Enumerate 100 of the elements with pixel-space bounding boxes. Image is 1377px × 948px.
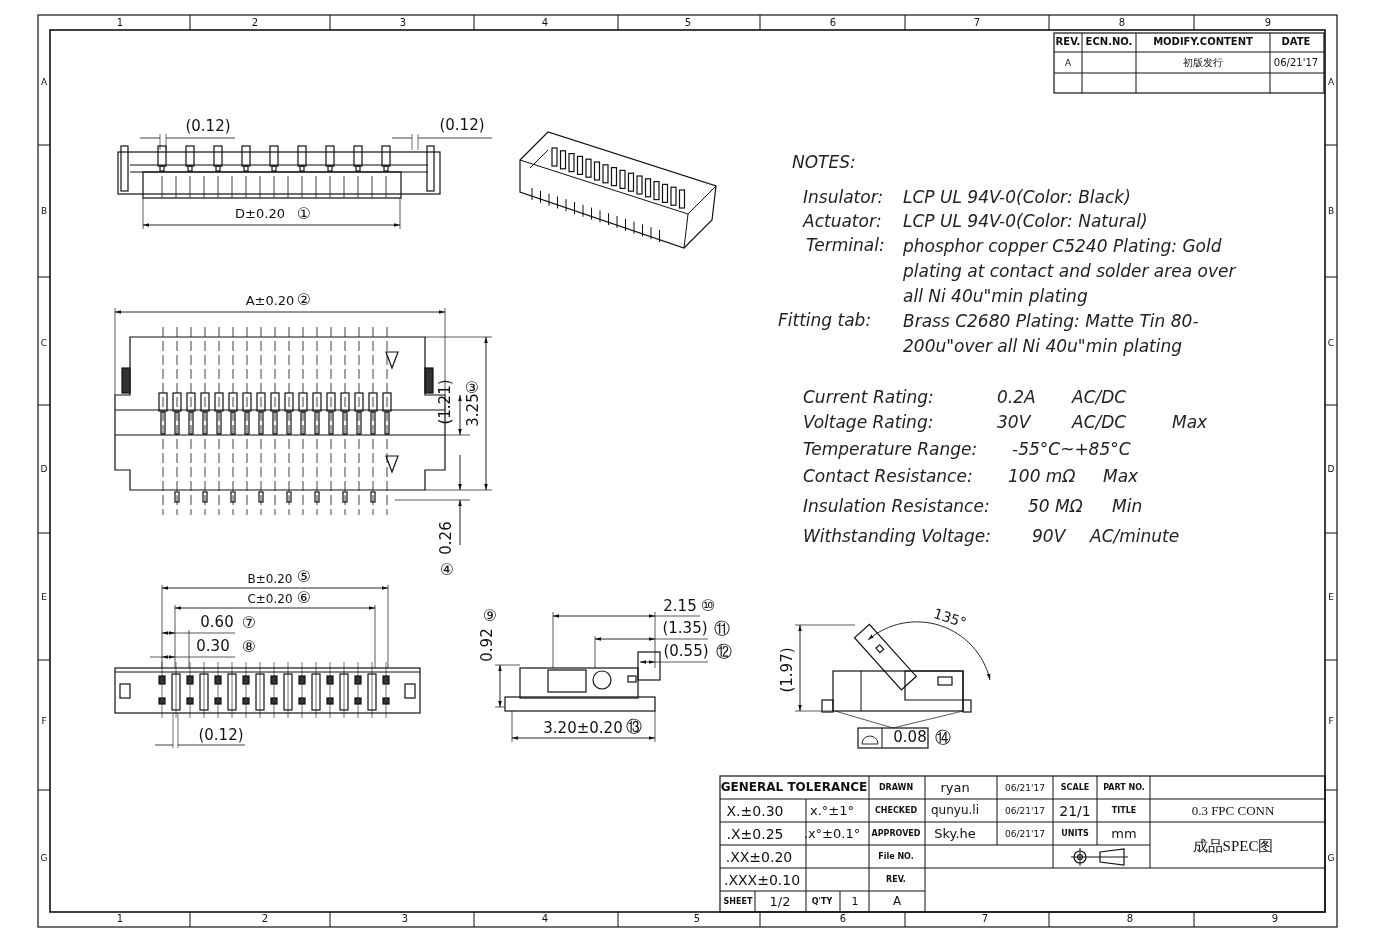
note-label: Temperature Range: — [803, 440, 978, 460]
zone-marker: 1 — [116, 17, 124, 29]
zone-marker: B — [1327, 205, 1335, 217]
table-header: UNITS — [1061, 829, 1089, 839]
table-value: A — [1064, 57, 1072, 69]
table-header: MODIFY.CONTENT — [1153, 36, 1253, 48]
note-text: -55°C~+85°C — [1012, 440, 1131, 460]
table-header: CHECKED — [874, 806, 918, 816]
note-text: Min — [1112, 497, 1143, 517]
note-label: Fitting tab: — [778, 311, 872, 331]
zone-marker: F — [1328, 715, 1334, 727]
note-label: Terminal: — [806, 236, 885, 256]
note-text: Max — [1103, 467, 1139, 487]
dimension-value: B±0.20 — [247, 573, 293, 587]
zone-marker: 7 — [973, 17, 981, 29]
note-label: Contact Resistance: — [803, 467, 973, 487]
table-value: .XXX±0.10 — [723, 871, 801, 889]
callout-number: ⑥ — [296, 588, 312, 608]
zone-marker: 5 — [693, 913, 701, 925]
note-text: 100 mΩ — [1008, 467, 1076, 487]
zone-marker: 9 — [1264, 17, 1272, 29]
table-value: mm — [1111, 826, 1137, 842]
zone-marker: 5 — [684, 17, 692, 29]
callout-number: ⑫ — [716, 642, 732, 662]
table-value: 06/21'17 — [1005, 782, 1045, 794]
dimension-value: (0.55) — [663, 643, 709, 661]
dimension-value: (0.12) — [198, 727, 244, 745]
zone-marker: 8 — [1118, 17, 1126, 29]
callout-number: ⑪ — [714, 619, 730, 639]
table-header: APPROVED — [871, 829, 921, 839]
table-header: DATE — [1281, 36, 1311, 48]
dimension-value: 3.20±0.20 — [543, 720, 623, 738]
zone-marker: 4 — [541, 913, 549, 925]
table-header: SHEET — [723, 897, 753, 907]
table-value: 06/21'17 — [1273, 57, 1319, 69]
note-label: Actuator: — [803, 212, 882, 232]
zone-marker: D — [1327, 463, 1335, 475]
dimension-value: 0.60 — [200, 614, 234, 632]
dimension-value: 135° — [931, 605, 969, 631]
zone-marker: 2 — [251, 17, 259, 29]
zone-marker: F — [41, 715, 47, 727]
table-value: X.±0.30 — [726, 802, 784, 820]
zone-marker: A — [1327, 76, 1335, 88]
table-header: ECN.NO. — [1085, 36, 1133, 48]
callout-number: ⑦ — [241, 613, 257, 633]
note-text: Max — [1172, 413, 1208, 433]
note-text: phosphor copper C5240 Plating: Gold plating at contact and solder area over all Ni 40u"min plating — [903, 235, 1238, 308]
dimension-value: (1.97) — [779, 647, 797, 693]
note-text: LCP UL 94V-0(Color: Natural) — [903, 212, 1148, 232]
table-value: ryan — [940, 780, 970, 796]
table-value: 成品SPEC图 — [1192, 838, 1274, 856]
callout-number: ① — [296, 204, 312, 224]
note-label: Voltage Rating: — [803, 413, 934, 433]
zone-marker: D — [40, 463, 48, 475]
note-text: LCP UL 94V-0(Color: Black) — [903, 188, 1131, 208]
table-header: TITLE — [1111, 806, 1137, 816]
note-label: Current Rating: — [803, 388, 934, 408]
zone-marker: G — [1327, 852, 1335, 864]
zone-marker: 6 — [839, 913, 847, 925]
table-value: .X±0.25 — [726, 825, 784, 843]
callout-number: ④ — [439, 560, 455, 580]
zone-marker: 4 — [541, 17, 549, 29]
table-value: A — [892, 895, 902, 909]
dimension-value: C±0.20 — [247, 593, 293, 607]
zone-marker: 3 — [401, 913, 409, 925]
dimension-value: D±0.20 — [235, 206, 285, 222]
table-value: qunyu.li — [931, 804, 979, 818]
callout-number: ⑭ — [935, 728, 951, 748]
zone-marker: G — [40, 852, 48, 864]
table-value: x.°±1° — [810, 803, 854, 819]
dimension-value: (1.35) — [662, 620, 708, 638]
note-label: Insulation Resistance: — [803, 497, 990, 517]
dimension-value: (0.12) — [185, 118, 231, 136]
zone-marker: E — [41, 591, 47, 603]
dimension-value: (0.12) — [439, 117, 485, 135]
table-value: 1 — [851, 895, 859, 909]
zone-marker: 1 — [116, 913, 124, 925]
dimension-value: (1.21) — [437, 379, 455, 425]
note-text: AC/minute — [1090, 527, 1180, 547]
dimension-value: 0.26 — [438, 521, 456, 555]
dimension-value: 0.92 — [479, 628, 497, 662]
zone-marker: 8 — [1126, 913, 1134, 925]
table-header: REV. — [1055, 36, 1081, 48]
zone-marker: 6 — [829, 17, 837, 29]
note-text: 90V — [1032, 527, 1066, 547]
zone-marker: 9 — [1271, 913, 1279, 925]
dimension-value: 3.25 — [465, 393, 483, 427]
note-text: 50 MΩ — [1028, 497, 1083, 517]
zone-marker: C — [1327, 337, 1335, 349]
zone-marker: 7 — [981, 913, 989, 925]
note-text: Brass C2680 Plating: Matte Tin 80-200u"over all Ni 40u"min plating — [903, 310, 1200, 358]
callout-number: ⑬ — [626, 717, 642, 737]
note-text: AC/DC — [1072, 388, 1127, 408]
table-header: GENERAL TOLERANCE — [720, 781, 868, 795]
table-header: REV. — [886, 875, 906, 885]
table-value: Sky.he — [934, 826, 976, 842]
zone-marker: A — [40, 76, 48, 88]
callout-number: ⑨ — [482, 606, 498, 626]
dimension-value: 0.30 — [196, 638, 230, 656]
table-value: 1/2 — [769, 894, 791, 910]
